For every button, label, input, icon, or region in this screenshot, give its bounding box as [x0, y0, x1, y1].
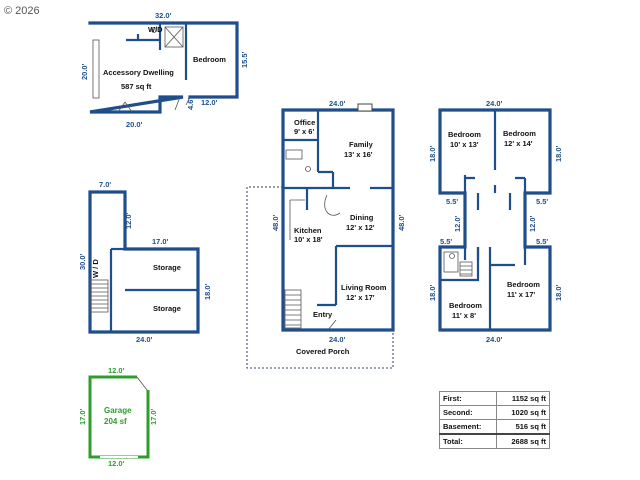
table-row: Basement: 516 sq ft: [438, 419, 550, 435]
second-dim-low-left: 5.5': [440, 237, 452, 246]
living-room-dim: 12' x 17': [346, 293, 375, 302]
family-label: Family: [349, 140, 374, 149]
adu-dim-step: 4.6': [186, 98, 195, 110]
dining-label: Dining: [350, 213, 374, 222]
porch-label: Covered Porch: [296, 347, 350, 356]
first-dim-top: 24.0': [329, 99, 346, 108]
adu-name: Accessory Dwelling: [103, 68, 174, 77]
garage-name: Garage: [104, 406, 132, 415]
second-dim-right-bottom: 18.0': [554, 284, 563, 301]
living-room-label: Living Room: [341, 283, 387, 292]
garage-dim-top: 12.0': [108, 366, 125, 375]
adu-wd-label: W/D: [148, 25, 163, 34]
garage-dim-bottom: 12.0': [108, 459, 125, 468]
first-dim-right: 48.0': [397, 214, 406, 231]
copyright: © 2026: [4, 5, 40, 17]
adu-dim-bottom-left: 20.0': [126, 120, 143, 129]
second-dim-inner-right: 12.0': [528, 215, 537, 232]
basement-dim-inner-top: 17.0': [152, 237, 169, 246]
adu-dim-left: 20.0': [80, 63, 89, 80]
sqft-value: 1152 sq ft: [496, 391, 550, 406]
second-dim-inner-left: 12.0': [453, 215, 462, 232]
second-dim-left-top: 18.0': [428, 145, 437, 162]
second-dim-right-top: 18.0': [554, 145, 563, 162]
kitchen-dim: 10' x 18': [294, 235, 323, 244]
office-label: Office: [294, 118, 315, 127]
garage-dim-right: 17.0': [149, 408, 158, 425]
second-dim-top: 24.0': [486, 99, 503, 108]
family-dim: 13' x 16': [344, 150, 373, 159]
adu-area: 587 sq ft: [121, 82, 152, 91]
second-dim-mid-left: 5.5': [446, 197, 458, 206]
first-floor-plan: Office 9' x 6' Family 13' x 16' Dining 1…: [246, 99, 406, 369]
sqft-label: Basement:: [438, 419, 498, 435]
garage-dim-left: 17.0': [78, 408, 87, 425]
sqft-value: 516 sq ft: [496, 419, 550, 435]
office-dim: 9' x 6': [294, 127, 314, 136]
second-dim-mid-right: 5.5': [536, 197, 548, 206]
bed4-label: Bedroom: [449, 301, 482, 310]
basement-storage-2: Storage: [153, 304, 181, 313]
table-row: First: 1152 sq ft: [438, 391, 550, 406]
basement-dim-right: 18.0': [203, 283, 212, 300]
bed3-dim: 11' x 17': [507, 290, 535, 299]
sqft-label: Second:: [438, 405, 498, 420]
basement-storage-1: Storage: [153, 263, 181, 272]
dining-dim: 12' x 12': [346, 223, 375, 232]
sqft-value: 1020 sq ft: [496, 405, 550, 420]
bed2-label: Bedroom: [503, 129, 536, 138]
second-dim-low-right: 5.5': [536, 237, 548, 246]
basement-dim-top: 7.0': [99, 180, 111, 189]
adu-dim-right: 15.5': [240, 51, 249, 68]
kitchen-label: Kitchen: [294, 226, 322, 235]
table-row: Second: 1020 sq ft: [438, 405, 550, 420]
sqft-label: Total:: [438, 433, 498, 449]
bed1-dim: 10' x 13': [450, 140, 479, 149]
second-dim-left-bottom: 18.0': [428, 284, 437, 301]
basement-plan: W / D Storage Storage 7.0' 30.0' 12.0' 1…: [78, 180, 212, 344]
adu-dim-bottom-right: 12.0': [201, 98, 218, 107]
bed3-label: Bedroom: [507, 280, 540, 289]
sqft-label: First:: [438, 391, 498, 406]
basement-dim-notch: 12.0': [124, 212, 133, 229]
second-dim-bottom: 24.0': [486, 335, 503, 344]
bed2-dim: 12' x 14': [504, 139, 533, 148]
basement-wd-label: W / D: [91, 259, 100, 278]
table-row-total: Total: 2688 sq ft: [438, 433, 550, 449]
adu-dim-top: 32.0': [155, 11, 172, 20]
adu-bedroom: Bedroom: [193, 55, 226, 64]
bed4-dim: 11' x 8': [452, 311, 476, 320]
first-dim-bottom: 24.0': [329, 335, 346, 344]
sqft-value: 2688 sq ft: [496, 433, 550, 449]
second-floor-plan: Bedroom 10' x 13' Bedroom 12' x 14' Bedr…: [428, 99, 563, 344]
accessory-dwelling-plan: W/D Accessory Dwelling 587 sq ft Bedroom…: [80, 11, 249, 129]
square-footage-table: First: 1152 sq ft Second: 1020 sq ft Bas…: [438, 391, 550, 449]
garage-area: 204 sf: [104, 417, 127, 426]
bed1-label: Bedroom: [448, 130, 481, 139]
first-dim-left: 48.0': [271, 214, 280, 231]
garage-plan: Garage 204 sf 12.0' 17.0' 17.0' 12.0': [78, 366, 158, 468]
entry-label: Entry: [313, 310, 333, 319]
basement-dim-left: 30.0': [78, 253, 87, 270]
basement-dim-bottom: 24.0': [136, 335, 153, 344]
